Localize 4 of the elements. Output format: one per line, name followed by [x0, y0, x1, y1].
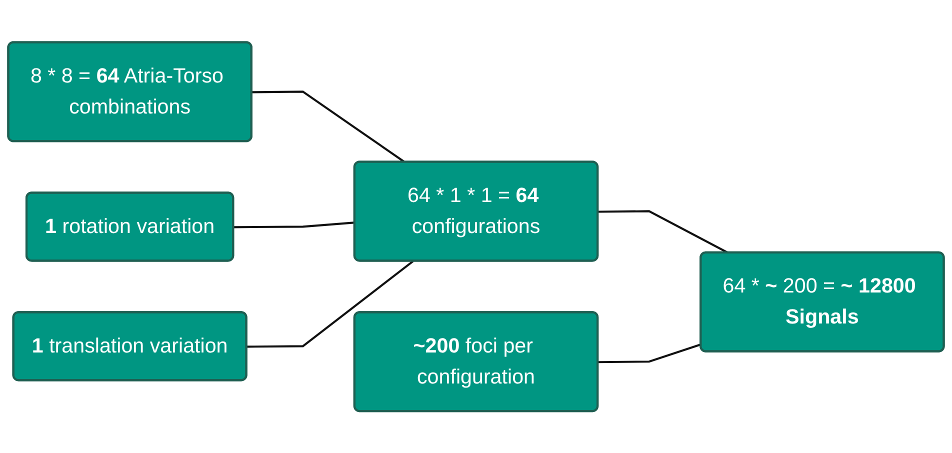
connector — [234, 221, 356, 228]
connector — [252, 90, 406, 163]
connector — [598, 343, 702, 363]
connector — [246, 260, 414, 348]
